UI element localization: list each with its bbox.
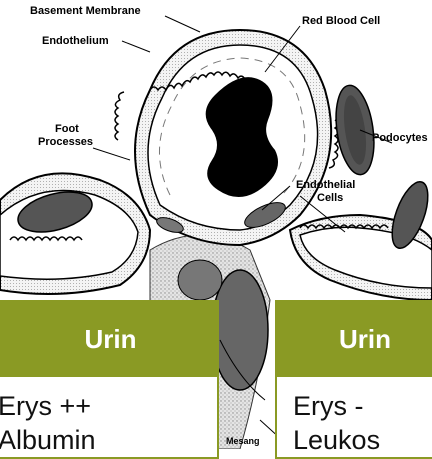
card-right-line-1: Erys -	[293, 389, 432, 423]
card-right-line-2: Leukos	[293, 423, 432, 457]
label-foot-processes-1: Foot	[55, 123, 79, 135]
label-red-blood-cell: Red Blood Cell	[302, 15, 380, 27]
card-right: Urin Erys - Leukos	[275, 300, 432, 459]
card-left-title: Urin	[0, 302, 217, 377]
card-right-body: Erys - Leukos	[277, 377, 432, 457]
card-left-line-1: Erys ++	[0, 389, 217, 423]
card-right-title: Urin	[277, 302, 432, 377]
label-endothelial-cells-2: Cells	[317, 192, 343, 204]
label-mesangial: Mesang	[226, 436, 260, 446]
label-endothelial-cells-1: Endothelial	[296, 179, 355, 191]
red-blood-cell-shape	[206, 77, 278, 197]
label-foot-processes-2: Processes	[38, 136, 93, 148]
card-left-line-2: Albumin	[0, 423, 217, 457]
label-endothelium: Endothelium	[42, 35, 109, 47]
label-basement-membrane: Basement Membrane	[30, 5, 141, 17]
label-podocytes: Podocytes	[372, 132, 428, 144]
card-left: Urin Erys ++ Albumin	[0, 300, 219, 459]
card-left-body: Erys ++ Albumin	[0, 377, 217, 457]
